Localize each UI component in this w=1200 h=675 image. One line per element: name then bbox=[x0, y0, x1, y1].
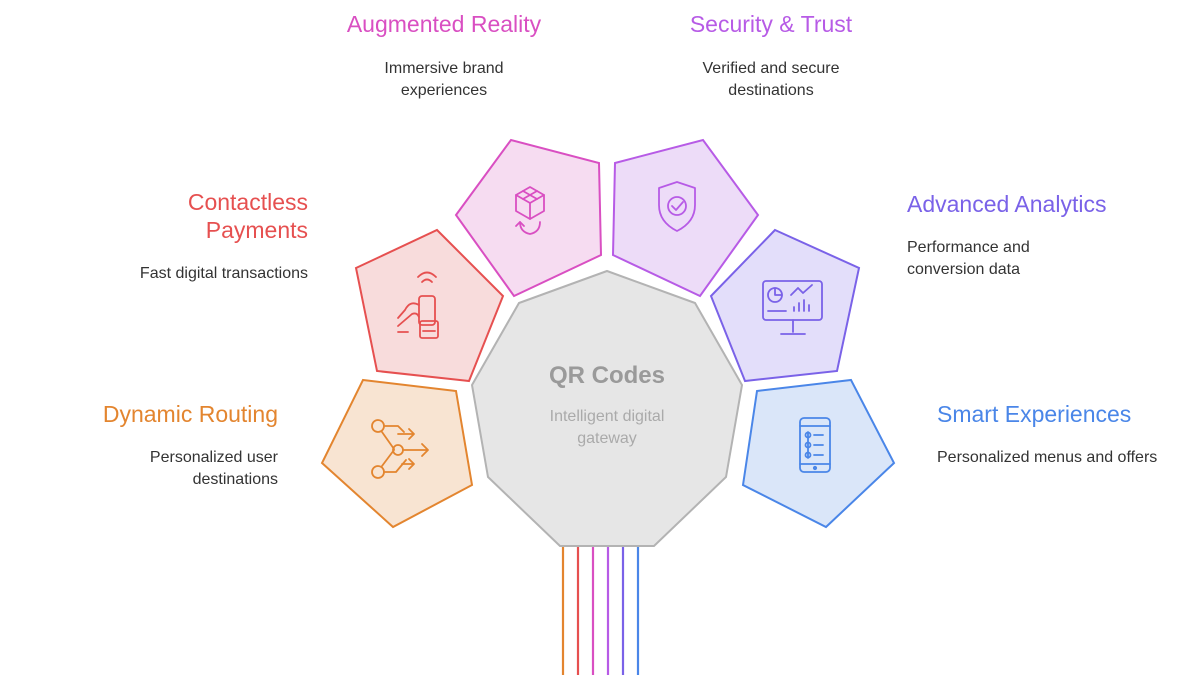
center-subtitle: Intelligent digital gateway bbox=[549, 408, 665, 447]
node-title-dynamic-routing: Dynamic Routing bbox=[102, 401, 278, 427]
stem-lines bbox=[561, 546, 640, 675]
node-title-contactless-payments: Contactless Payments bbox=[187, 189, 308, 243]
center-nonagon bbox=[470, 269, 744, 547]
pentagon-contactless-payments bbox=[354, 228, 505, 383]
node-desc-smart-experiences: Personalized menus and offers bbox=[937, 449, 1158, 466]
pentagon-advanced-analytics bbox=[709, 228, 861, 383]
center-title: QR Codes bbox=[548, 362, 665, 389]
pentagon-security-trust bbox=[611, 138, 760, 298]
node-desc-dynamic-routing: Personalized user destinations bbox=[149, 449, 278, 488]
node-desc-augmented-reality: Immersive brand experiences bbox=[384, 60, 504, 99]
node-desc-advanced-analytics: Performance and conversion data bbox=[907, 239, 1030, 278]
ar-cube-icon bbox=[515, 186, 545, 235]
node-title-advanced-analytics: Advanced Analytics bbox=[907, 191, 1107, 217]
node-desc-security-trust: Verified and secure destinations bbox=[702, 60, 840, 99]
node-title-augmented-reality: Augmented Reality bbox=[346, 11, 542, 37]
smart-menu-phone-icon bbox=[799, 417, 831, 473]
node-desc-contactless-payments: Fast digital transactions bbox=[139, 265, 308, 282]
tap-to-pay-icon bbox=[397, 271, 439, 339]
analytics-monitor-icon bbox=[762, 280, 823, 335]
shield-check-icon bbox=[658, 181, 696, 232]
node-title-smart-experiences: Smart Experiences bbox=[937, 401, 1132, 427]
node-title-security-trust: Security & Trust bbox=[689, 11, 853, 37]
pentagon-dynamic-routing bbox=[320, 378, 474, 529]
pentagon-smart-experiences bbox=[741, 378, 896, 529]
branching-arrows-icon bbox=[371, 419, 429, 479]
